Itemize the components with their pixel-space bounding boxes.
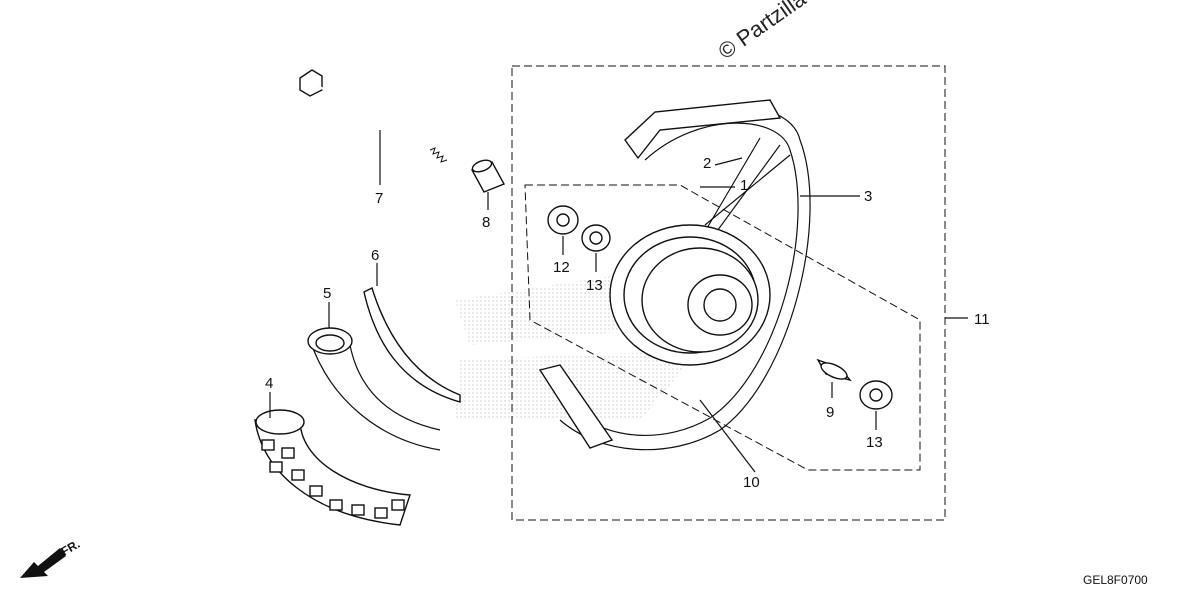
wheel-hub <box>609 224 771 366</box>
callout-4: 4 <box>265 375 273 392</box>
bearing-12 <box>547 205 579 235</box>
callout-13-lower: 13 <box>866 434 883 451</box>
wheel-rim <box>538 99 811 451</box>
rim-band <box>363 287 461 403</box>
bearing-13-lower <box>859 380 893 410</box>
bearing-13-upper <box>581 224 611 252</box>
callout-8: 8 <box>482 214 490 231</box>
callout-5: 5 <box>323 285 331 302</box>
knobby-tire <box>254 409 411 526</box>
distance-collar <box>816 358 852 382</box>
arrow-down-left-icon <box>20 548 66 578</box>
assembly-box-outer <box>511 65 946 521</box>
callout-2: 2 <box>703 155 711 172</box>
callout-13-upper: 13 <box>586 277 603 294</box>
callout-6: 6 <box>371 247 379 264</box>
inner-tube <box>307 327 441 451</box>
callout-12: 12 <box>553 259 570 276</box>
callout-11: 11 <box>974 311 990 328</box>
callout-1: 1 <box>740 177 748 194</box>
callout-3: 3 <box>864 188 872 205</box>
assembly-box-hub <box>524 184 921 471</box>
watermark-text: © Partzilla <box>714 0 811 64</box>
axle-bolt <box>299 69 451 163</box>
callout-10: 10 <box>743 474 760 491</box>
spokes <box>699 137 791 241</box>
callout-9: 9 <box>826 404 834 421</box>
axle-collar <box>471 159 505 193</box>
diagram-code: GEL8F0700 <box>1083 573 1148 587</box>
callout-7: 7 <box>375 190 383 207</box>
